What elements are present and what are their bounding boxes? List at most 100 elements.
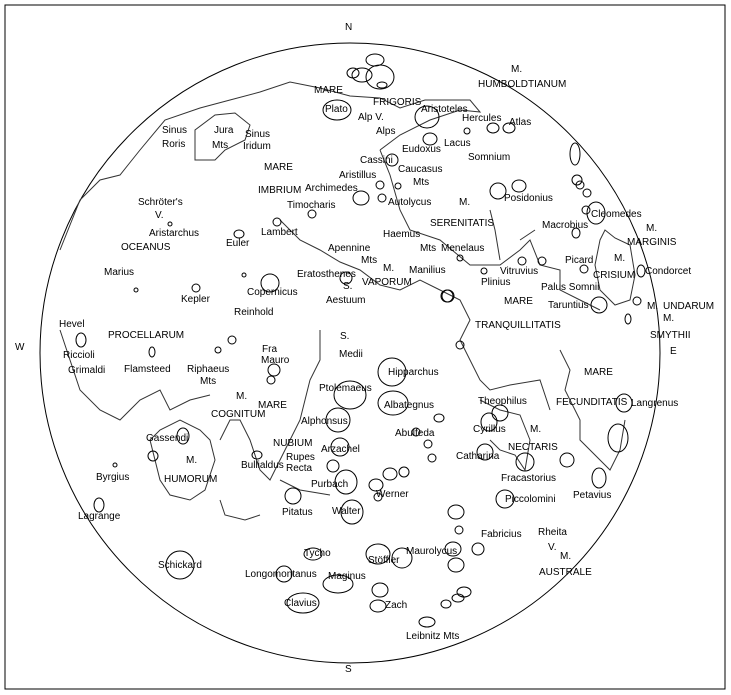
feature-label: SERENITATIS [430,218,494,229]
feature-label: S. [343,281,352,292]
mare-boundary [379,149,601,311]
feature-label: MARGINIS [627,237,677,248]
crater-icon [371,582,389,598]
feature-label: Rupes [286,452,315,463]
crater-icon [441,289,455,303]
feature-label: Riphaeus [187,364,229,375]
crater-icon [427,453,437,463]
feature-label: M. [511,64,522,75]
crater-icon [333,380,367,410]
mare-boundary [559,349,626,471]
feature-label: NECTARIS [508,442,558,453]
crater-icon [352,190,370,206]
feature-label: Albategnus [384,400,434,411]
feature-label: Mauro [261,355,290,366]
feature-label: V. [548,542,557,553]
feature-label: Cassini [360,155,393,166]
crater-icon [365,543,391,565]
crater-icon [414,105,440,129]
crater-icon [394,182,402,190]
crater-icon [476,443,494,461]
feature-label: M. [186,455,197,466]
feature-label: Fracastorius [501,473,556,484]
compass-south: S [345,664,352,675]
feature-label: Fabricius [481,529,522,540]
feature-label: Menelaus [441,243,484,254]
feature-label: Mts [212,140,228,151]
crater-icon [251,450,263,460]
crater-icon [455,340,465,350]
crater-icon [591,467,607,489]
crater-icon [165,550,195,580]
crater-icon [373,492,383,502]
crater-icon [260,273,280,293]
feature-label: Lambert [261,227,298,238]
crater-icon [447,557,465,573]
mare-boundary [594,229,636,306]
crater-icon [307,209,317,219]
feature-label: Clavius [284,598,317,609]
feature-label: COGNITUM [211,409,265,420]
crater-icon [495,489,515,509]
crater-icon [480,412,498,432]
feature-label: Mts [200,376,216,387]
feature-label: NUBIUM [273,438,312,449]
feature-label: Langrenus [631,398,678,409]
crater-icon [267,363,281,377]
crater-icon [284,487,302,505]
feature-label: AUSTRALE [539,567,592,578]
crater-icon [581,205,591,215]
feature-label: Eudoxus [402,144,441,155]
feature-label: Alp V. [358,112,384,123]
crater-icon [365,53,385,67]
crater-icon [447,504,465,520]
feature-label: OCEANUS [121,242,171,253]
crater-icon [575,180,585,190]
crater-icon [456,586,472,598]
feature-label: Arzachel [321,444,360,455]
feature-label: Bullialdus [241,460,284,471]
feature-label: Schröter's [138,197,183,208]
feature-label: Vitruvius [500,266,538,277]
crater-icon [272,217,282,227]
feature-label: Sinus [162,125,187,136]
crater-icon [582,188,592,198]
feature-label: Hipparchus [388,367,439,378]
feature-label: MARE [264,162,293,173]
crater-icon [377,193,387,203]
crater-icon [511,179,527,193]
crater-icon [275,565,293,583]
feature-label: Abulfeda [395,428,435,439]
compass-north: N [345,22,352,33]
feature-label: S. [340,331,349,342]
feature-label: MARE [504,296,533,307]
feature-label: Schickard [158,560,202,571]
feature-label: HUMORUM [164,474,217,485]
feature-label: Condorcet [645,266,691,277]
feature-label: Aristoteles [421,104,468,115]
crater-icon [491,404,509,422]
crater-icon [334,469,358,495]
crater-icon [322,574,354,594]
feature-label: Werner [376,489,409,500]
feature-label: Medii [339,349,363,360]
crater-icon [368,478,384,492]
feature-label: Somnium [468,152,510,163]
feature-label: Aestuum [326,295,365,306]
feature-label: FECUNDITATIS [556,397,628,408]
feature-label: Autolycus [388,197,431,208]
feature-label: Eratosthenes [297,269,356,280]
mare-boundary [149,419,216,501]
mare-boundary [59,81,482,251]
feature-label: Apennine [328,243,371,254]
feature-label: Timocharis [287,200,336,211]
feature-label: Theophilus [478,396,527,407]
feature-label: Longomontanus [245,569,317,580]
feature-label: Gassendi [146,433,188,444]
feature-label: Zach [385,600,407,611]
crater-icon [133,287,139,293]
crater-icon [489,182,507,200]
feature-label: UNDARUM [663,301,714,312]
